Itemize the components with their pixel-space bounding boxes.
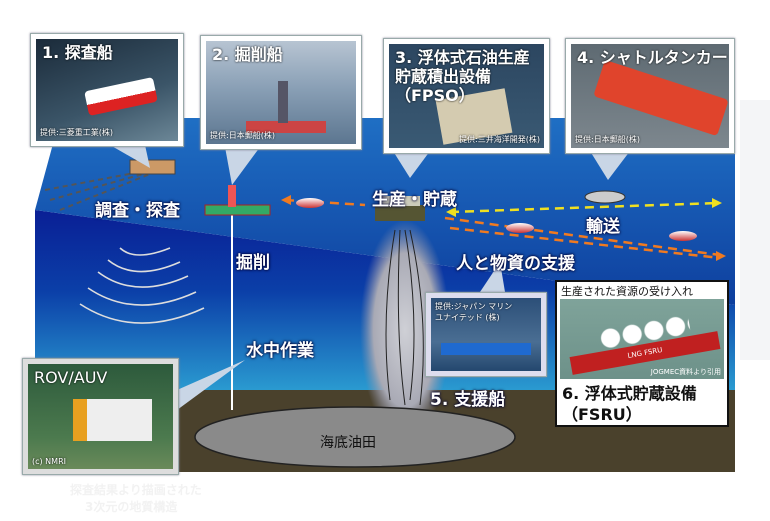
fsru-title-line2: （FSRU） <box>562 405 642 424</box>
label-drilling: 掘削 <box>236 253 270 273</box>
support-ship-photo-card: 提供:ジャパン マリンユナイテッド (株) <box>425 292 547 377</box>
support-arrow-drill <box>284 198 366 207</box>
callout-rov: ROV/AUV (c) NMRI <box>22 358 179 475</box>
faint-caption-line1: 探査結果より描画された <box>70 483 202 497</box>
callout-title: 1. 探査船 <box>42 43 113 62</box>
ships <box>129 159 697 241</box>
photo-credit: 提供:ジャパン マリンユナイテッド (株) <box>435 302 513 322</box>
photo-credit: 提供:三菱重工業(株) <box>40 128 113 137</box>
label-support: 人と物資の支援 <box>456 254 575 274</box>
fsru-header: 生産された資源の受け入れ <box>561 285 693 298</box>
risers <box>385 229 424 406</box>
callout-title: 4. シャトルタンカー <box>577 48 728 67</box>
photo-credit: (c) NMRI <box>32 457 66 466</box>
label-survey: 調査・探査 <box>95 201 180 221</box>
support-arrow-2 <box>449 226 721 260</box>
support-ship-photo: 提供:ジャパン マリンユナイテッド (株) <box>431 298 541 371</box>
label-production: 生産・貯蔵 <box>372 190 457 210</box>
fsru-title-line1: 6. 浮体式貯蔵設備 <box>562 384 697 403</box>
seismic-streamers <box>44 169 151 211</box>
riser-plume <box>360 220 450 440</box>
callout-title: 2. 掘削船 <box>212 45 283 64</box>
label-oilfield: 海底油田 <box>320 435 376 451</box>
photo-credit: 提供:日本郵船(株) <box>575 135 640 144</box>
rov-title: ROV/AUV <box>34 368 108 387</box>
fsru-photo: LNG FSRU JOGMEC資料より引用 <box>560 299 724 379</box>
label-transport: 輸送 <box>586 217 620 237</box>
callout-pointers <box>110 145 630 410</box>
sonar-waves <box>79 247 205 324</box>
survey-ship-photo: 1. 探査船 提供:三菱重工業(株) <box>36 39 178 141</box>
shuttle-tanker-photo: 4. シャトルタンカー 提供:日本郵船(株) <box>571 44 729 148</box>
photo-credit: 提供:三井海洋開発(株) <box>459 135 540 144</box>
callout-survey-ship: 1. 探査船 提供:三菱重工業(株) <box>30 33 184 147</box>
faint-caption-line2: 3次元の地質構造 <box>85 500 178 514</box>
support-arrow-1 <box>444 216 721 257</box>
callout-fpso: 3. 浮体式石油生産 貯蔵積出設備 （FPSO） 提供:三井海洋開発(株) <box>383 38 550 154</box>
photo-credit: JOGMEC資料より引用 <box>650 368 721 376</box>
label-support-ship: 5. 支援船 <box>430 390 506 410</box>
drilling-ship-photo: 2. 掘削船 提供:日本郵船(株) <box>206 41 356 144</box>
fpso-photo: 3. 浮体式石油生産 貯蔵積出設備 （FPSO） 提供:三井海洋開発(株) <box>389 44 544 148</box>
rov-photo: ROV/AUV (c) NMRI <box>28 364 173 469</box>
callout-fsru: 生産された資源の受け入れ LNG FSRU JOGMEC資料より引用 6. 浮体… <box>555 280 729 427</box>
label-underwater: 水中作業 <box>246 341 314 361</box>
side-panel <box>740 100 770 360</box>
photo-credit: 提供:日本郵船(株) <box>210 131 275 140</box>
callout-drilling-ship: 2. 掘削船 提供:日本郵船(株) <box>200 35 362 150</box>
oilfield-ellipse <box>194 406 516 468</box>
callout-shuttle-tanker: 4. シャトルタンカー 提供:日本郵船(株) <box>565 38 735 154</box>
callout-title: 3. 浮体式石油生産 貯蔵積出設備 （FPSO） <box>395 48 530 105</box>
